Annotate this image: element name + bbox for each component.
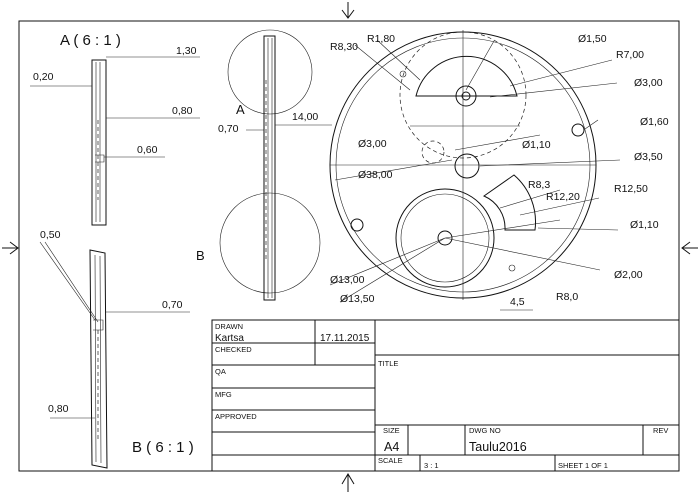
center-wheel-hole [454, 153, 480, 179]
dim-d-2-00: Ø2,00 [614, 269, 643, 281]
drawn-date: 17.11.2015 [320, 333, 370, 344]
mfg-label: MFG [215, 390, 232, 399]
barrel-recess-inner [400, 193, 490, 283]
dim-a-right-low: 0,60 [137, 144, 158, 156]
barrel-recess-outer [395, 188, 495, 288]
drawn-by: Kartsa [215, 333, 244, 344]
barrel-arbor [437, 230, 453, 246]
dim-d-1-50: Ø1,50 [578, 33, 607, 45]
ratchet-slot [482, 174, 536, 231]
dim-r-8-30: R8,30 [330, 41, 358, 53]
detail-circle-b [219, 192, 321, 294]
sheet-value: SHEET 1 OF 1 [558, 461, 608, 470]
dim-side-width: 14,00 [292, 111, 318, 123]
small-hole [399, 70, 407, 78]
dim-b-right: 0,70 [162, 299, 183, 311]
dwg-no-value: Taulu2016 [469, 440, 527, 454]
scale-value: 3 : 1 [424, 461, 439, 470]
dim-r-7-00: R7,00 [616, 49, 644, 61]
dashed-hole [421, 140, 445, 164]
marker-a: A [236, 102, 245, 117]
size-label: SIZE [383, 426, 400, 435]
detail-view-b: B ( 6 : 1 ) 0,50 0,70 0,80 [39, 229, 194, 469]
detail-view-a: A ( 6 : 1 ) 1,30 0,20 0,80 0,60 [30, 32, 200, 226]
qa-label: QA [215, 367, 226, 376]
detail-circle-a [227, 29, 313, 115]
dim-b-bottom: 0,80 [48, 403, 69, 415]
dwg-no-label: DWG NO [469, 426, 501, 435]
checked-label: CHECKED [215, 345, 252, 354]
dim-d-3-00-left: Ø3,00 [358, 138, 387, 150]
dim-r-1-80: R1,80 [367, 33, 395, 45]
approved-label: APPROVED [215, 412, 257, 421]
scale-label: SCALE [378, 456, 403, 465]
sheet-border [18, 20, 680, 472]
side-view: A B 0,70 14,00 [196, 29, 332, 301]
dim-a-right-mid: 0,80 [172, 105, 193, 117]
pin-hole-right [571, 123, 585, 137]
dim-r-12-50: R12,50 [614, 183, 648, 195]
dim-side-thickness: 0,70 [218, 123, 239, 135]
dim-d-13-50: Ø13,50 [340, 293, 375, 305]
dim-d-38-00: Ø38,00 [358, 169, 393, 181]
dim-d-1-10-mid: Ø1,10 [522, 139, 551, 151]
small-hole-2 [508, 264, 516, 272]
balance-jewel-inner [461, 91, 471, 101]
dim-d-3-50: Ø3,50 [634, 151, 663, 163]
title-block: DRAWN Kartsa 17.11.2015 CHECKED QA MFG A… [211, 319, 680, 472]
dim-d-1-60: Ø1,60 [640, 116, 669, 128]
dim-d-13-00: Ø13,00 [330, 274, 365, 286]
size-value: A4 [384, 440, 399, 454]
dim-width-4-5: 4,5 [510, 296, 525, 308]
upper-bridge [415, 55, 518, 97]
pin-hole-left [350, 218, 364, 232]
dim-d-1-10-right: Ø1,10 [630, 219, 659, 231]
detail-b-label: B ( 6 : 1 ) [132, 439, 194, 456]
balance-jewel-outer [455, 85, 477, 107]
dim-b-top-left: 0,50 [40, 229, 61, 241]
dim-a-top: 1,30 [176, 45, 197, 57]
drawn-label: DRAWN [215, 322, 243, 331]
rev-label: REV [653, 426, 668, 435]
marker-b: B [196, 248, 205, 263]
dim-d-3-00-right: Ø3,00 [634, 77, 663, 89]
dim-r-8-3: R8,3 [528, 179, 550, 191]
front-view [329, 30, 621, 311]
title-label: TITLE [378, 359, 398, 368]
front-view-dimensions: R8,30 R1,80 Ø1,50 R7,00 Ø3,00 Ø1,60 Ø3,0… [330, 33, 669, 308]
dim-r-12-20: R12,20 [546, 191, 580, 203]
dim-r-8-0: R8,0 [556, 291, 578, 303]
detail-a-label: A ( 6 : 1 ) [60, 32, 121, 49]
dim-a-left: 0,20 [33, 71, 54, 83]
